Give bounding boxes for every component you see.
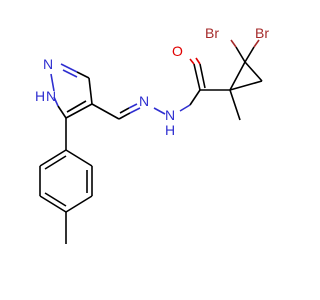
- tolyl-benzene-ring: [39, 118, 93, 244]
- pyrazole-ring: [50, 63, 93, 119]
- hydrazone-linker: [91, 103, 191, 120]
- atom-n-pyrazole-nh: N: [46, 88, 56, 104]
- dibromocyclopropane-carboxamide: [189, 39, 263, 121]
- atom-h-hydrazone: H: [165, 122, 175, 138]
- atom-br-right: Br: [255, 25, 269, 41]
- atom-n-hydrazone-amide: N: [165, 107, 175, 123]
- atom-br-left: Br: [205, 25, 219, 41]
- molecule-structure-diagram: N H N N N H O Br Br: [35, 25, 269, 244]
- atom-n-hydrazone-imine: N: [139, 93, 149, 109]
- atom-n-pyrazole-top: N: [43, 56, 53, 72]
- atom-h-pyrazole: H: [35, 88, 45, 104]
- atom-o-carbonyl: O: [172, 43, 183, 59]
